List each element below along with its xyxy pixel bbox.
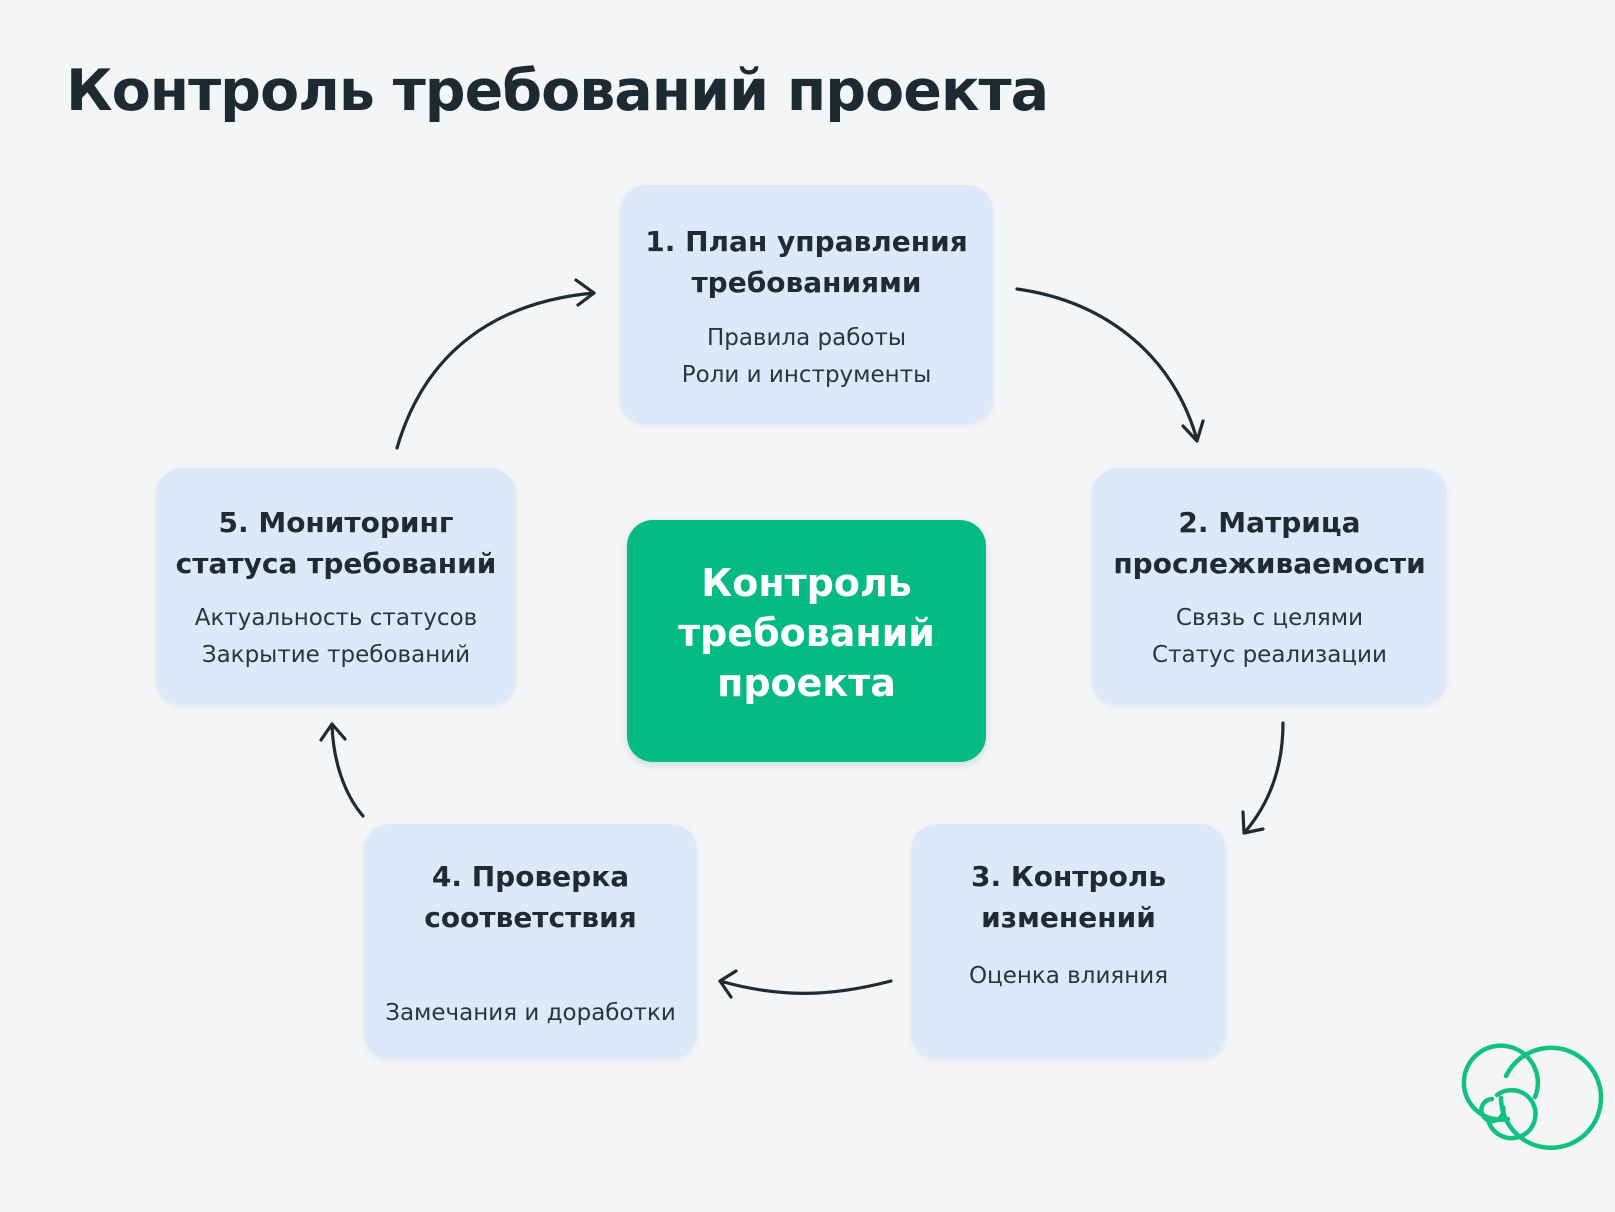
stage-3-items: Оценка влияния [911,958,1226,995]
center-hub: Контроль требований проекта [627,520,986,762]
stage-3-item: Оценка влияния [968,963,1169,989]
stage-card-3: 3. Контроль изменений Оценка влияния [911,824,1226,1059]
stage-5-item: Закрытие требований [201,642,471,668]
stage-2-item: Статус реализации [1152,642,1387,668]
page-title: Контроль требований проекта [66,58,1049,124]
stage-card-4: 4. Проверка соответствия Замечания и дор… [364,824,697,1059]
center-hub-label: Контроль требований проекта [678,561,935,705]
stage-3-title: 3. Контроль изменений [970,860,1167,934]
arrow-2-to-3 [1243,721,1285,834]
arrow-4-to-5-head [319,722,347,742]
stage-2-items: Связь с целями Статус реализации [1092,600,1447,674]
arrow-1-to-2-head [1181,419,1205,443]
stage-1-title: 1. План управления требованиями [645,225,968,299]
arrow-4-to-5 [330,722,365,818]
arrow-3-to-4 [718,979,893,995]
stage-4-item: Замечания и доработки [385,1000,676,1026]
stage-card-2: 2. Матрица прослеживаемости Связь с целя… [1092,468,1447,705]
arrow-3-to-4-head [718,969,738,999]
stage-1-items: Правила работы Роли и инструменты [620,320,993,394]
stage-2-item: Связь с целями [1175,605,1364,631]
stage-1-item: Роли и инструменты [681,362,932,388]
stage-5-title: 5. Мониторинг статуса требований [175,506,497,580]
arrow-2-to-3-head [1241,810,1265,835]
spiral-logo-icon [1461,1043,1604,1150]
stage-1-item: Правила работы [706,325,907,351]
stage-card-5: 5. Мониторинг статуса требований Актуаль… [156,468,516,705]
stage-2-title: 2. Матрица прослеживаемости [1113,506,1426,580]
stage-4-title: 4. Проверка соответствия [424,860,637,934]
stage-card-1: 1. План управления требованиями Правила … [620,185,993,424]
stage-4-items: Замечания и доработки [364,995,697,1032]
arrow-5-to-1-head [574,278,596,307]
stage-5-items: Актуальность статусов Закрытие требовани… [156,600,516,674]
stage-5-item: Актуальность статусов [194,605,478,631]
arrow-1-to-2 [1015,287,1199,442]
arrow-5-to-1 [395,291,596,450]
